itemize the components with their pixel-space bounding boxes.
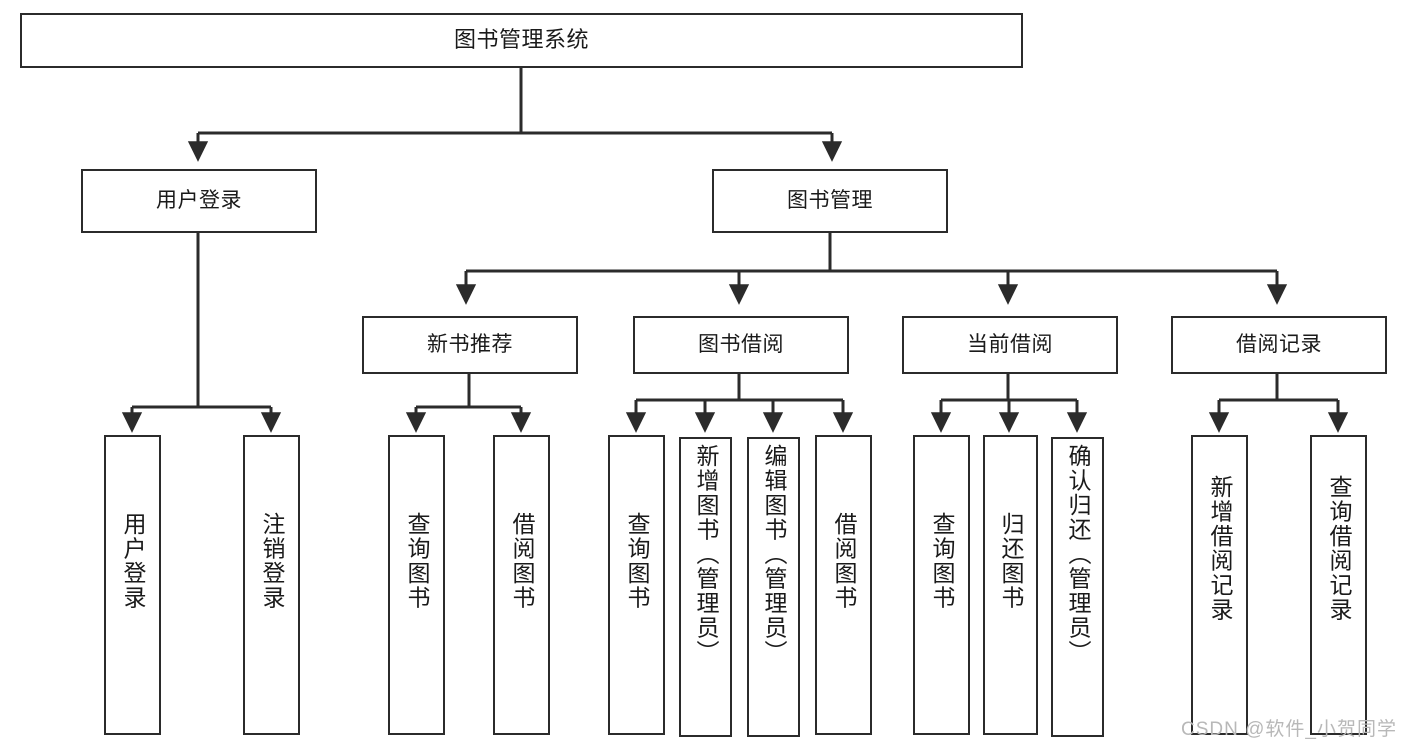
node-book-manage-label: 图书管理 (787, 189, 873, 213)
node-leaf-query-book-2[interactable]: 查询图书 (608, 435, 665, 735)
node-leaf-logout-login[interactable]: 注销登录 (243, 435, 300, 735)
node-leaf-add-borrow-record[interactable]: 新增借阅记录 (1191, 435, 1248, 735)
node-leaf-query-book-2-label: 查询图书 (624, 512, 650, 610)
node-borrow-record[interactable]: 借阅记录 (1171, 316, 1387, 374)
node-new-book-recommend[interactable]: 新书推荐 (362, 316, 578, 374)
node-leaf-borrow-book-2-label: 借阅图书 (831, 512, 857, 610)
node-book-borrow[interactable]: 图书借阅 (633, 316, 849, 374)
node-leaf-query-book-1[interactable]: 查询图书 (388, 435, 445, 735)
node-leaf-confirm-return[interactable]: 确认归还（管理员） (1051, 437, 1104, 737)
node-leaf-confirm-return-label: 确认归还（管理员） (1065, 444, 1091, 665)
node-leaf-logout-login-label: 注销登录 (259, 512, 285, 610)
node-leaf-return-book[interactable]: 归还图书 (983, 435, 1038, 735)
node-leaf-user-login-label: 用户登录 (120, 512, 146, 610)
node-leaf-query-book-3-label: 查询图书 (929, 512, 955, 610)
node-new-book-recommend-label: 新书推荐 (427, 333, 513, 357)
node-leaf-borrow-book-1[interactable]: 借阅图书 (493, 435, 550, 735)
node-leaf-add-book-label: 新增图书（管理员） (693, 444, 719, 665)
node-leaf-edit-book-label: 编辑图书（管理员） (761, 444, 787, 665)
node-leaf-query-borrow-record-label: 查询借阅记录 (1326, 475, 1352, 622)
node-leaf-borrow-book-1-label: 借阅图书 (509, 512, 535, 610)
node-book-borrow-label: 图书借阅 (698, 333, 784, 357)
node-root-label: 图书管理系统 (453, 27, 589, 53)
node-book-manage[interactable]: 图书管理 (712, 169, 948, 233)
node-borrow-record-label: 借阅记录 (1236, 333, 1322, 357)
node-leaf-query-book-3[interactable]: 查询图书 (913, 435, 970, 735)
csdn-watermark: CSDN @软件_小贺同学 (1181, 719, 1397, 740)
node-leaf-user-login[interactable]: 用户登录 (104, 435, 161, 735)
node-leaf-query-book-1-label: 查询图书 (404, 512, 430, 610)
node-leaf-edit-book[interactable]: 编辑图书（管理员） (747, 437, 800, 737)
node-user-login[interactable]: 用户登录 (81, 169, 317, 233)
node-user-login-label: 用户登录 (156, 189, 242, 213)
node-leaf-borrow-book-2[interactable]: 借阅图书 (815, 435, 872, 735)
node-leaf-add-book[interactable]: 新增图书（管理员） (679, 437, 732, 737)
node-current-borrow-label: 当前借阅 (967, 333, 1053, 357)
node-current-borrow[interactable]: 当前借阅 (902, 316, 1118, 374)
node-leaf-return-book-label: 归还图书 (998, 512, 1024, 610)
node-leaf-add-borrow-record-label: 新增借阅记录 (1207, 475, 1233, 622)
node-leaf-query-borrow-record[interactable]: 查询借阅记录 (1310, 435, 1367, 735)
node-root[interactable]: 图书管理系统 (20, 13, 1023, 68)
